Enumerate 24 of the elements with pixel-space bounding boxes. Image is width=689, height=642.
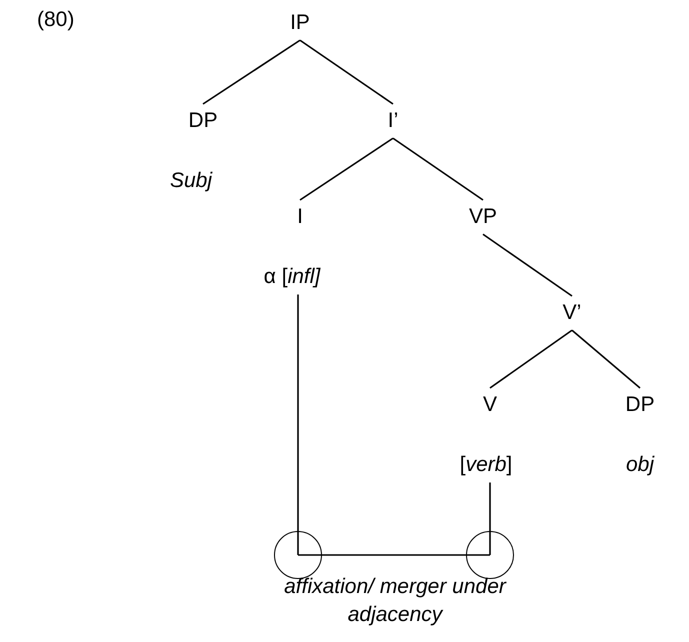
node-label: V’ [562,300,582,326]
example-number: (80) [37,7,74,33]
node-label: DP [625,392,655,418]
tree-branch [202,40,300,105]
tree-branch [489,482,491,555]
tree-branch [300,40,394,105]
tree-branch [300,138,394,201]
tree-branch [490,330,572,389]
node-label: I [297,204,303,230]
caption: affixation/ merger under adjacency [283,574,508,628]
feature-label: [verb] [460,452,512,478]
node-label: DP [188,108,218,134]
tree-branch [297,294,299,555]
node-label: VP [469,204,497,230]
tree-branch [482,234,572,297]
node-label: V [483,392,497,418]
tree-branch [298,554,490,556]
tree-branch [392,138,484,201]
node-label: IP [290,10,310,36]
node-label: I’ [388,108,398,134]
feature-label: obj [626,452,654,478]
feature-label: α [infl] [264,264,320,290]
feature-label: Subj [170,168,212,194]
tree-branch [571,330,641,389]
